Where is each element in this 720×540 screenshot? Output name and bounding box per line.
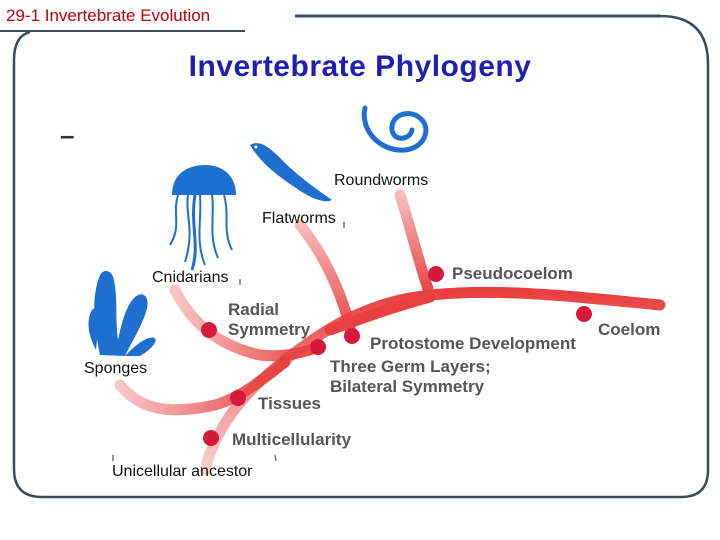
- slide-title: Invertebrate Phylogeny: [188, 50, 532, 83]
- label-radial-symmetry-line1: Radial: [228, 300, 280, 319]
- node-tissues: [230, 390, 246, 406]
- section-header: 29-1 Invertebrate Evolution: [6, 6, 211, 25]
- branch-sponges: [114, 356, 291, 416]
- label-roundworms: Roundworms: [334, 172, 429, 189]
- roundworm-icon: [361, 105, 429, 153]
- bullet-dash: –: [60, 120, 75, 150]
- label-multicellularity: Multicellularity: [232, 430, 352, 449]
- label-cnidarians: Cnidarians: [152, 269, 229, 286]
- node-radial-symmetry: [201, 322, 217, 338]
- label-germ-layers-line1: Three Germ Layers;: [330, 357, 491, 376]
- node-coelom: [576, 306, 592, 322]
- label-coelom: Coelom: [598, 320, 661, 339]
- sponge-icon: [88, 270, 156, 356]
- branch-protostome: [324, 291, 436, 336]
- label-ancestor: Unicellular ancestor: [112, 463, 253, 480]
- node-multicellularity: [203, 430, 219, 446]
- label-tissues: Tissues: [258, 394, 322, 413]
- label-protostome: Protostome Development: [370, 334, 576, 353]
- label-radial-symmetry-line2: Symmetry: [228, 320, 311, 339]
- tick-mark: [274, 454, 277, 462]
- label-pseudocoelom: Pseudocoelom: [452, 264, 573, 283]
- phylogeny-tree: [114, 189, 666, 476]
- label-sponges: Sponges: [84, 360, 148, 377]
- label-germ-layers-line2: Bilateral Symmetry: [330, 377, 485, 396]
- jellyfish-icon: [169, 165, 236, 271]
- frame-border: [12, 14, 710, 499]
- label-flatworms: Flatworms: [262, 210, 336, 227]
- branch-roundworms: [394, 189, 436, 301]
- node-pseudocoelom: [428, 266, 444, 282]
- node-germ-layers: [310, 339, 326, 355]
- flatworm-icon: [250, 143, 332, 202]
- branch-cnidarians: [169, 284, 324, 362]
- node-protostome: [344, 328, 360, 344]
